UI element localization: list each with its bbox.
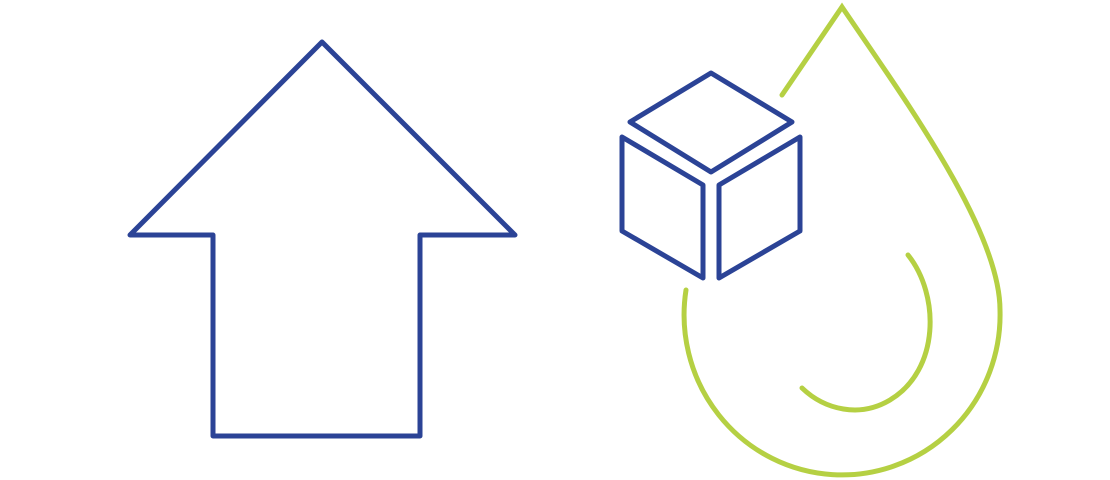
cube-icon [619,70,803,281]
cube-top-face [627,70,795,175]
arrow-up-icon [127,39,518,439]
cube-left-face [619,134,706,281]
drop-outline [681,2,1003,478]
water-drop-icon [681,2,1003,478]
drop-inner-highlight [799,252,933,413]
cube-right-face [716,134,803,281]
